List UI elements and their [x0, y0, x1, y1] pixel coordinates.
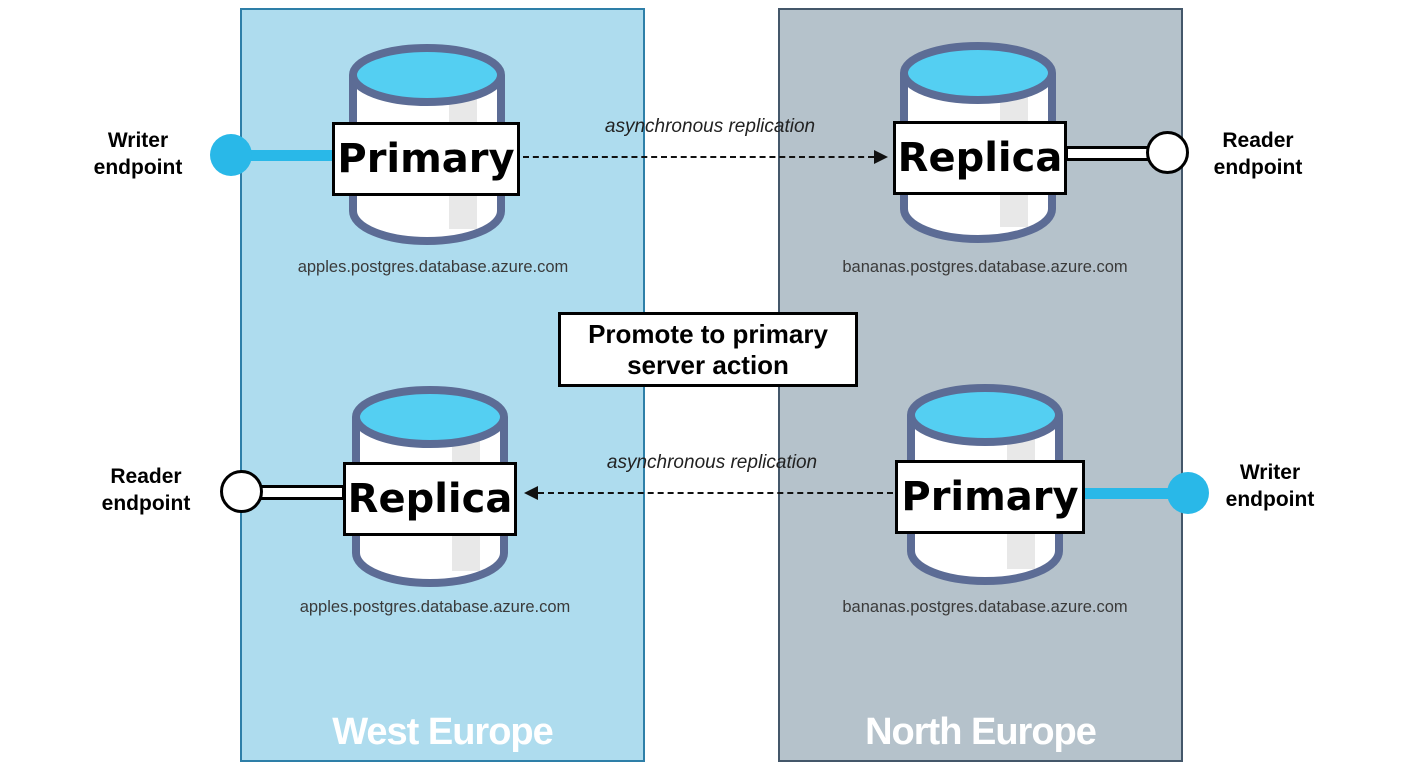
- writer-endpoint-connector: [1084, 488, 1188, 499]
- writer-endpoint-connector: [231, 150, 334, 161]
- hostname-north-primary: bananas.postgres.database.azure.com: [842, 598, 1128, 616]
- replication-label-bottom: asynchronous replication: [606, 452, 818, 473]
- node-role-box-north-replica: Replica: [893, 121, 1067, 195]
- node-role-box-north-primary: Primary: [895, 460, 1085, 534]
- writer-endpoint-label: Writer endpoint: [1225, 461, 1315, 511]
- writer-endpoint-dot-icon: [210, 134, 252, 176]
- region-label-north: North Europe: [865, 711, 1097, 753]
- arrow-head-left-icon: [524, 486, 538, 500]
- reader-endpoint-label: Reader endpoint: [101, 465, 191, 515]
- replication-label-top: asynchronous replication: [604, 116, 816, 137]
- node-role-box-west-primary: Primary: [332, 122, 520, 196]
- hostname-west-replica: apples.postgres.database.azure.com: [299, 598, 571, 616]
- promote-action-line1: Promote to primary: [588, 318, 828, 349]
- node-role-label: Primary: [337, 136, 515, 182]
- reader-endpoint-circle-icon: [1146, 131, 1189, 174]
- node-role-label: Replica: [897, 135, 1063, 181]
- node-role-label: Primary: [901, 474, 1079, 520]
- region-label-west: West Europe: [332, 711, 554, 753]
- writer-endpoint-label: Writer endpoint: [93, 129, 183, 179]
- reader-endpoint-label: Reader endpoint: [1213, 129, 1303, 179]
- reader-endpoint-circle-icon: [220, 470, 263, 513]
- node-role-box-west-replica: Replica: [343, 462, 517, 536]
- arrow-head-right-icon: [874, 150, 888, 164]
- replication-arrow-bottom: [538, 492, 893, 494]
- replication-arrow-top: [523, 156, 874, 158]
- hostname-north-replica: bananas.postgres.database.azure.com: [842, 258, 1128, 276]
- promote-action-line2: server action: [627, 349, 789, 380]
- promote-action-box: Promote to primary server action: [558, 312, 858, 387]
- node-role-label: Replica: [347, 476, 513, 522]
- writer-endpoint-dot-icon: [1167, 472, 1209, 514]
- hostname-west-primary: apples.postgres.database.azure.com: [297, 258, 569, 276]
